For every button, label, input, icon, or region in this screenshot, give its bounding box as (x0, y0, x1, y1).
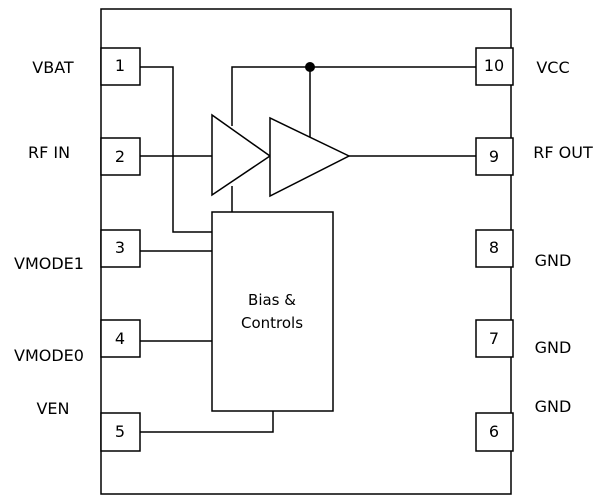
pin-name: VMODE0 (14, 346, 84, 365)
amplifier-stage-2 (269, 116, 351, 198)
bias-block-label-line1: Bias & (248, 291, 296, 309)
pin-number: 5 (115, 422, 125, 441)
pin-number: 9 (489, 147, 499, 166)
pin-name: GND (535, 338, 572, 357)
amplifier-stage-1 (211, 113, 272, 197)
pin-number: 6 (489, 422, 499, 441)
pin-2: 2 RF IN (28, 137, 141, 176)
pin-1: 1 VBAT (32, 47, 141, 86)
bias-controls-block (211, 211, 334, 412)
pin-7: 7 GND (475, 319, 572, 358)
pin-number: 8 (489, 238, 499, 257)
junction-dot (305, 62, 315, 72)
pin-number: 7 (489, 329, 499, 348)
pin-name: VCC (536, 58, 569, 77)
pin-9: 9 RF OUT (475, 137, 593, 176)
pin-6: 6 GND (475, 397, 572, 452)
pin-8: 8 GND (475, 229, 572, 270)
wiring (140, 66, 476, 433)
pin-3: 3 VMODE1 (14, 229, 141, 273)
pin-name: VEN (36, 399, 69, 418)
pin-number: 3 (115, 238, 125, 257)
pin-number: 10 (484, 56, 504, 75)
pin-name: GND (535, 397, 572, 416)
pin-name: VMODE1 (14, 254, 84, 273)
pin-name: RF OUT (533, 143, 593, 162)
pin-10: 10 VCC (475, 47, 570, 86)
pin-5: 5 VEN (36, 399, 141, 452)
pin-name: RF IN (28, 143, 70, 162)
bias-block-label-line2: Controls (241, 314, 303, 332)
pin-number: 4 (115, 329, 125, 348)
pin-number: 2 (115, 147, 125, 166)
pin-name: GND (535, 251, 572, 270)
pin-number: 1 (115, 56, 125, 75)
pin-name: VBAT (32, 58, 74, 77)
pin-4: 4 VMODE0 (14, 319, 141, 365)
